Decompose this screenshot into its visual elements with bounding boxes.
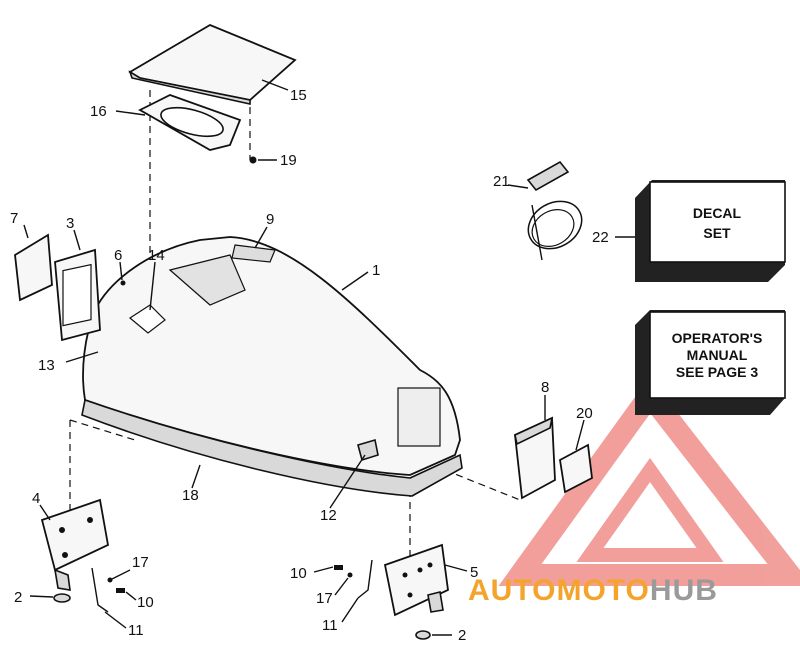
callout-14: 14 bbox=[148, 247, 165, 264]
watermark-inner-triangle-icon bbox=[576, 457, 724, 562]
part-16-seal-ring bbox=[138, 94, 242, 151]
decal-set-box: DECAL SET bbox=[635, 180, 786, 282]
callout-19: 19 bbox=[280, 152, 297, 169]
callout-22: 22 bbox=[592, 229, 609, 246]
part-2-grommet-left-icon bbox=[53, 593, 71, 603]
callout-12: 12 bbox=[320, 507, 337, 524]
part-3-side-plate bbox=[54, 248, 101, 342]
part-11-clip-right-icon bbox=[357, 559, 373, 599]
svg-text:AUTOMOTOHUB: AUTOMOTOHUB bbox=[468, 574, 718, 607]
manual-box-line2: MANUAL bbox=[687, 347, 748, 363]
callout-11-right: 11 bbox=[322, 617, 338, 634]
part-17-washer-right-icon bbox=[347, 572, 353, 578]
callout-21: 21 bbox=[493, 173, 510, 190]
callout-2-left: 2 bbox=[14, 589, 22, 606]
callout-1: 1 bbox=[372, 262, 380, 279]
callout-8: 8 bbox=[541, 379, 549, 396]
callout-13: 13 bbox=[38, 357, 55, 374]
watermark-part2: MOTO bbox=[556, 574, 649, 607]
callout-10-left: 10 bbox=[137, 594, 154, 611]
callout-7: 7 bbox=[10, 210, 18, 227]
decal-box-line2: SET bbox=[703, 225, 731, 241]
callout-17-right: 17 bbox=[316, 590, 333, 607]
manual-box-line3: SEE PAGE 3 bbox=[676, 364, 758, 380]
callout-3: 3 bbox=[66, 215, 74, 232]
watermark-logo bbox=[498, 376, 800, 586]
manual-box-line1: OPERATOR'S bbox=[672, 330, 763, 346]
decal-box-line1: DECAL bbox=[693, 205, 742, 221]
part-6-screw-icon bbox=[120, 280, 126, 286]
callout-20: 20 bbox=[576, 405, 593, 422]
part-8-side-plate bbox=[514, 416, 556, 500]
part-12-latch-icon bbox=[357, 438, 379, 462]
callout-18: 18 bbox=[182, 487, 199, 504]
watermark-part3: HUB bbox=[650, 574, 718, 607]
assembly-guide-lines bbox=[69, 90, 521, 560]
part-10-screw-right-icon bbox=[334, 565, 343, 570]
callout-leader-lines bbox=[23, 79, 635, 636]
watermark-triangle-icon bbox=[498, 376, 800, 586]
callout-15: 15 bbox=[290, 87, 307, 104]
part-10-screw-left-icon bbox=[116, 588, 125, 593]
part-4-bracket bbox=[40, 498, 110, 591]
callout-6: 6 bbox=[114, 247, 122, 264]
part-15-top-cover bbox=[128, 23, 297, 105]
callout-17-left: 17 bbox=[132, 554, 149, 571]
operators-manual-box: OPERATOR'S MANUAL SEE PAGE 3 bbox=[635, 310, 786, 415]
callout-4: 4 bbox=[32, 490, 40, 507]
part-19-screw-icon bbox=[249, 156, 257, 164]
callout-16: 16 bbox=[90, 103, 107, 120]
callout-2-right: 2 bbox=[458, 627, 466, 644]
part-7-decal-panel bbox=[14, 233, 53, 302]
part-5-bracket bbox=[383, 543, 449, 617]
part-11-clip-left-icon bbox=[91, 567, 109, 613]
callout-labels: 1 2 2 3 4 5 6 7 8 9 10 10 11 11 12 13 14… bbox=[10, 87, 609, 644]
part-1-motor-cover bbox=[81, 236, 463, 497]
callout-11-left: 11 bbox=[128, 622, 144, 639]
watermark-text: AUTOMOTOHUB bbox=[468, 574, 718, 607]
part-17-washer-left-icon bbox=[107, 577, 113, 583]
part-21-cable bbox=[526, 160, 583, 261]
callout-10-right: 10 bbox=[290, 565, 307, 582]
callout-9: 9 bbox=[266, 211, 274, 228]
part-2-grommet-right-icon bbox=[415, 630, 431, 640]
part-20-decal-panel bbox=[559, 443, 593, 494]
watermark-part1: AUTO bbox=[468, 574, 556, 607]
callout-5: 5 bbox=[470, 564, 478, 581]
